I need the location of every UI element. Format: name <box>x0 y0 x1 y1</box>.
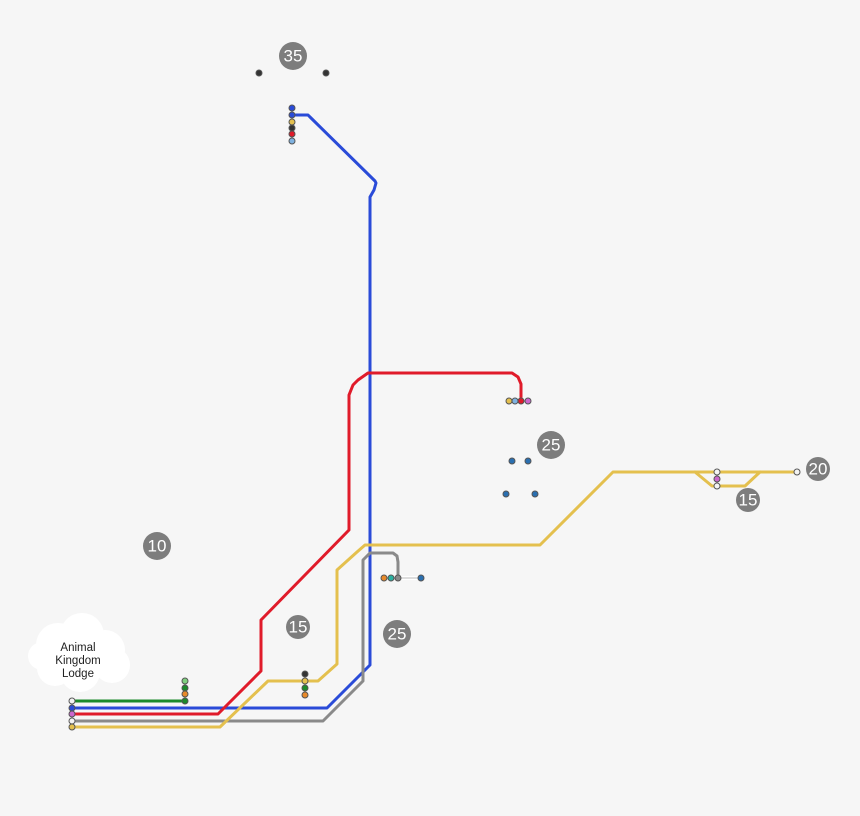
lodge-label-line3: Lodge <box>62 668 94 680</box>
badge-10: 10 <box>143 532 171 560</box>
stop-dot[interactable] <box>68 697 76 705</box>
stop-dot[interactable] <box>68 710 76 718</box>
stop-dot[interactable] <box>531 490 539 498</box>
stop-dot[interactable] <box>255 69 263 77</box>
stop-dot[interactable] <box>322 69 330 77</box>
badge-25-top-label: 25 <box>542 436 561 455</box>
stop-dot[interactable] <box>301 691 309 699</box>
badge-25-mid-label: 25 <box>388 625 407 644</box>
stop-group-top[interactable] <box>288 104 296 145</box>
stop-group-lodge[interactable] <box>68 697 76 731</box>
stop-dot[interactable] <box>713 482 721 490</box>
stop-dot[interactable] <box>417 574 425 582</box>
stop-dot[interactable] <box>380 574 388 582</box>
badge-15-mid: 15 <box>286 615 310 639</box>
lodge-label-line1: Animal <box>60 642 95 654</box>
badge-15-right: 15 <box>736 488 760 512</box>
stop-dot[interactable] <box>288 111 296 119</box>
stop-dot[interactable] <box>288 130 296 138</box>
stop-dot[interactable] <box>68 723 76 731</box>
stop-dot[interactable] <box>301 670 309 678</box>
stop-group-lower-middle[interactable] <box>301 670 309 699</box>
animal-kingdom-lodge-cloud[interactable]: Animal Kingdom Lodge <box>28 613 130 692</box>
stop-dot[interactable] <box>181 697 189 705</box>
stop-dot[interactable] <box>68 704 76 712</box>
stop-dot[interactable] <box>793 468 801 476</box>
stop-group-green[interactable] <box>181 677 189 705</box>
stop-dot[interactable] <box>713 475 721 483</box>
stop-dot[interactable] <box>288 137 296 145</box>
badge-25-top: 25 <box>537 431 565 459</box>
stop-dot[interactable] <box>288 124 296 132</box>
stop-dot[interactable] <box>524 457 532 465</box>
stop-dot[interactable] <box>181 684 189 692</box>
badge-35: 35 <box>279 42 307 70</box>
badge-35-label: 35 <box>284 47 303 66</box>
stop-dot[interactable] <box>181 690 189 698</box>
stop-dot[interactable] <box>301 677 309 685</box>
stop-group-upper-right[interactable] <box>505 397 532 405</box>
stop-dot[interactable] <box>288 118 296 126</box>
stop-dot[interactable] <box>502 490 510 498</box>
badge-25-mid: 25 <box>383 620 411 648</box>
stop-group-middle[interactable] <box>380 574 425 582</box>
stop-group-right[interactable] <box>713 468 721 490</box>
stop-dot[interactable] <box>517 397 525 405</box>
stop-dot[interactable] <box>524 397 532 405</box>
lodge-label-line2: Kingdom <box>55 655 100 667</box>
badge-20-label: 20 <box>809 460 828 479</box>
badge-20: 20 <box>806 457 830 481</box>
route-yellow[interactable] <box>70 470 799 729</box>
stop-dot[interactable] <box>288 104 296 112</box>
stop-dot[interactable] <box>181 677 189 685</box>
badge-10-label: 10 <box>148 537 167 556</box>
stop-dot[interactable] <box>301 684 309 692</box>
stop-dot[interactable] <box>511 397 519 405</box>
badge-15-mid-label: 15 <box>289 618 308 637</box>
stop-dot[interactable] <box>394 574 402 582</box>
route-blue[interactable] <box>70 113 378 710</box>
route-red[interactable] <box>70 371 523 716</box>
stop-dot[interactable] <box>713 468 721 476</box>
route-gray[interactable] <box>70 551 400 723</box>
route-yellow-loop[interactable] <box>693 470 762 488</box>
stop-dot[interactable] <box>508 457 516 465</box>
stop-dot[interactable] <box>68 717 76 725</box>
badge-15-right-label: 15 <box>739 491 758 510</box>
stop-dot[interactable] <box>387 574 395 582</box>
stop-dot[interactable] <box>505 397 513 405</box>
